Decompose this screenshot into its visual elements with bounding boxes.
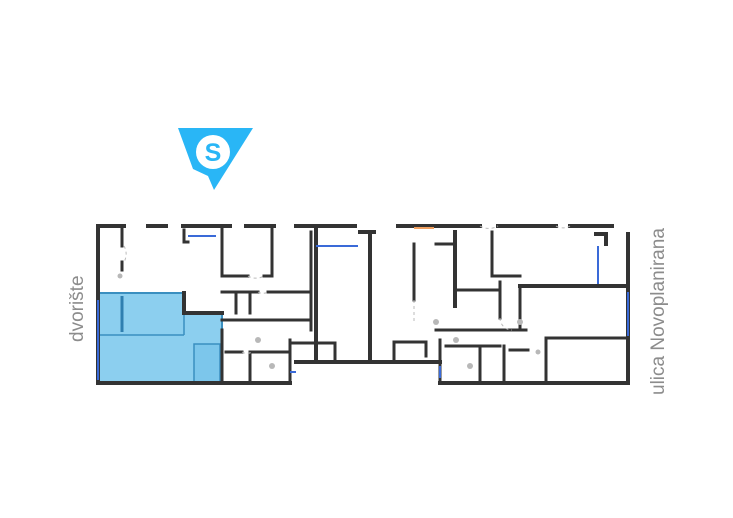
door-swings	[123, 225, 571, 354]
windows	[97, 227, 629, 380]
compass-letter: S	[205, 139, 222, 167]
south-compass-icon: S	[178, 128, 253, 190]
compass-circle	[196, 135, 230, 169]
building-walls	[96, 224, 630, 385]
street-label: ulica Novoplanirana	[648, 228, 669, 395]
highlighted-unit-inner-room	[193, 343, 221, 383]
fixture-markers	[117, 273, 541, 369]
highlighted-unit[interactable]	[97, 292, 223, 384]
courtyard-label: dvorište	[67, 275, 88, 342]
